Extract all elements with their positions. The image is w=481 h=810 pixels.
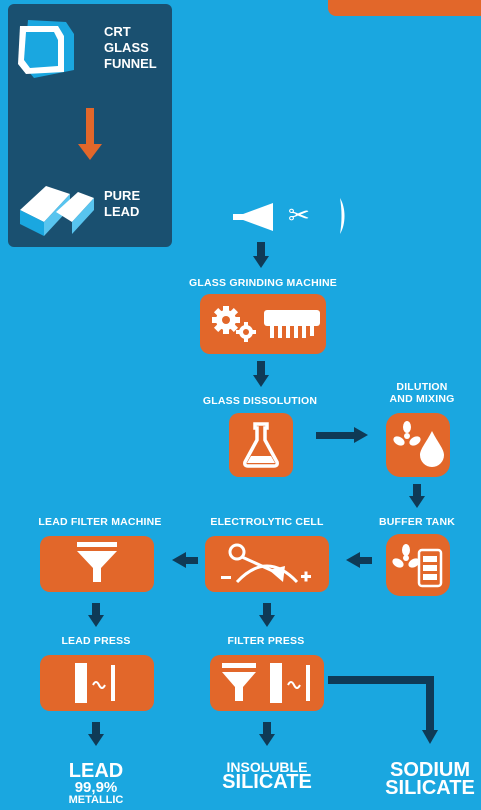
output-insoluble-silicate: SILICATE	[222, 771, 312, 793]
arrow-down-icon	[78, 108, 102, 160]
output-sodium-silicate: SILICATE	[385, 777, 475, 799]
fan-icon	[393, 421, 421, 446]
output-lead-metallic: METALLIC	[68, 794, 124, 806]
label-dilution: DILUTION	[396, 381, 448, 393]
electrolysis-icon	[221, 543, 311, 584]
fan-icon	[392, 544, 420, 568]
lead-press-box	[40, 655, 154, 711]
electrolytic-cell-box	[205, 536, 329, 592]
label-filter-press: FILTER PRESS	[227, 635, 305, 647]
filter-funnel-icon	[222, 663, 256, 701]
lead-ingot-icon	[20, 186, 94, 236]
buffer-tank-box	[386, 534, 450, 596]
legend-crt-line2: GLASS	[104, 40, 149, 55]
top-tab	[328, 0, 481, 16]
glass-dissolution-box	[229, 413, 293, 477]
legend-crt-line1: CRT	[104, 24, 131, 39]
gears-icon	[212, 306, 256, 342]
output-insoluble: INSOLUBLE	[226, 759, 308, 775]
lead-filter-machine-box	[40, 536, 154, 592]
output-lead-purity: 99,9%	[74, 779, 118, 796]
scissors-icon: ✂	[288, 200, 310, 230]
label-electrolytic-cell: ELECTROLYTIC CELL	[210, 516, 324, 528]
grinder-icon	[264, 310, 320, 338]
tank-icon	[417, 548, 443, 588]
legend-lead-line1: PURE	[104, 188, 141, 203]
legend-panel: CRT GLASS FUNNEL PURE LEAD	[8, 4, 172, 247]
filter-funnel-icon	[77, 542, 117, 582]
filter-press-box	[210, 655, 324, 711]
crt-monitor-icon	[18, 20, 74, 78]
label-glass-dissolution: GLASS DISSOLUTION	[202, 395, 318, 407]
press-icon	[75, 663, 115, 703]
label-and-mixing: AND MIXING	[389, 393, 455, 405]
flask-icon	[243, 422, 279, 468]
glass-grinding-machine-box	[200, 294, 326, 354]
dilution-mixing-box	[386, 413, 450, 477]
legend-lead-line2: LEAD	[104, 204, 140, 219]
output-sodium: SODIUM	[390, 759, 470, 781]
label-lead-filter: LEAD FILTER MACHINE	[38, 516, 162, 528]
legend-crt-line3: FUNNEL	[104, 56, 157, 71]
press-icon	[270, 663, 310, 703]
label-glass-grinding: GLASS GRINDING MACHINE	[189, 277, 337, 289]
label-lead-press: LEAD PRESS	[61, 635, 131, 647]
funnel-icon	[233, 203, 273, 231]
water-drop-icon	[420, 431, 444, 467]
output-lead: LEAD	[68, 760, 124, 782]
glass-piece-icon	[340, 198, 345, 234]
label-buffer-tank: BUFFER TANK	[378, 516, 456, 528]
